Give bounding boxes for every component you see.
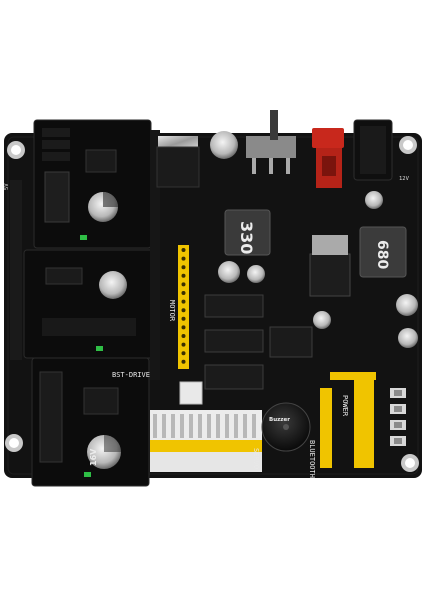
header-pin (181, 316, 186, 321)
power-silk-label: POWER (341, 395, 349, 417)
power-toggle-switch[interactable] (246, 110, 296, 174)
bluetooth-pin-header[interactable] (320, 388, 332, 468)
push-button[interactable] (390, 388, 406, 398)
voltage-silk-label: 12V (399, 176, 410, 182)
header-pin (189, 414, 193, 438)
push-button[interactable] (390, 436, 406, 446)
driver-silk-label: BST-DRIVER (112, 371, 155, 379)
push-button[interactable] (390, 404, 406, 414)
electrolytic-capacitor (396, 294, 418, 316)
motor-silk-label: MOTOR (168, 300, 176, 322)
motor-pin-header[interactable]: MOTOR (168, 245, 189, 369)
header-pin (252, 414, 256, 438)
buzzer-label: Buzzer (269, 417, 290, 423)
voltage-silk-label: 5V (4, 183, 10, 190)
driver-module-bottom: 16V BST-DRIVER (31, 357, 155, 487)
electrolytic-capacitor (88, 192, 118, 222)
header-pin (181, 273, 186, 278)
driver-module-top (33, 119, 152, 249)
mounting-hole (7, 141, 25, 159)
power-inductor: 680 (359, 226, 407, 278)
servo-pin-headers[interactable] (150, 410, 262, 472)
electrolytic-capacitor (218, 261, 240, 283)
push-button[interactable] (390, 420, 406, 430)
electrolytic-capacitor (313, 311, 331, 329)
ic-chip (204, 364, 264, 390)
header-pin (181, 359, 186, 364)
header-pin (181, 248, 186, 252)
electrolytic-capacitor (365, 191, 383, 209)
header-pin (207, 414, 211, 438)
capacitor-voltage-label: 16V (89, 448, 98, 466)
dc-barrel-jack[interactable] (353, 119, 393, 181)
inductor-marking: 680 (374, 240, 390, 269)
electrolytic-capacitor (87, 435, 121, 469)
header-pin (225, 414, 229, 438)
voltage-regulator (156, 136, 200, 188)
driver-module-middle (23, 249, 155, 359)
ic-chip (204, 329, 264, 353)
header-pin (181, 342, 186, 347)
header-pin (181, 282, 186, 287)
header-pin (162, 414, 166, 438)
header-pin (181, 256, 186, 261)
header-pin (171, 414, 175, 438)
electrolytic-capacitor (210, 131, 238, 159)
ic-chip (269, 326, 313, 358)
header-pin (216, 414, 220, 438)
mounting-hole (399, 136, 417, 154)
mounting-hole (401, 454, 419, 472)
header-pin (181, 299, 186, 304)
electrolytic-capacitor (247, 265, 265, 283)
header-pin (180, 414, 184, 438)
electrolytic-capacitor (99, 271, 127, 299)
header-pin (181, 291, 186, 295)
header-pin (198, 414, 202, 438)
header-pin (153, 414, 157, 438)
mounting-hole (5, 434, 23, 452)
header-pin (181, 308, 186, 313)
header-pin (181, 265, 186, 270)
power-pin-header[interactable] (330, 372, 376, 468)
side-pin-row (10, 130, 160, 380)
header-pin (181, 325, 186, 330)
electrolytic-capacitor (398, 328, 418, 348)
header-pin (181, 351, 186, 356)
header-pin (234, 414, 238, 438)
header-pin (181, 334, 186, 338)
header-pin (243, 414, 247, 438)
power-inductor: 330 (224, 209, 271, 256)
buzzer: Buzzer (261, 402, 311, 452)
inductor-marking: 330 (237, 221, 256, 254)
white-connector[interactable] (179, 381, 203, 405)
regulator-chip (309, 235, 351, 297)
ic-chip (204, 294, 264, 318)
red-selector-switch[interactable] (312, 128, 344, 188)
servo-silk-label: SERVO (252, 448, 260, 469)
bluetooth-silk-label: BLUETOOTH (308, 440, 316, 478)
